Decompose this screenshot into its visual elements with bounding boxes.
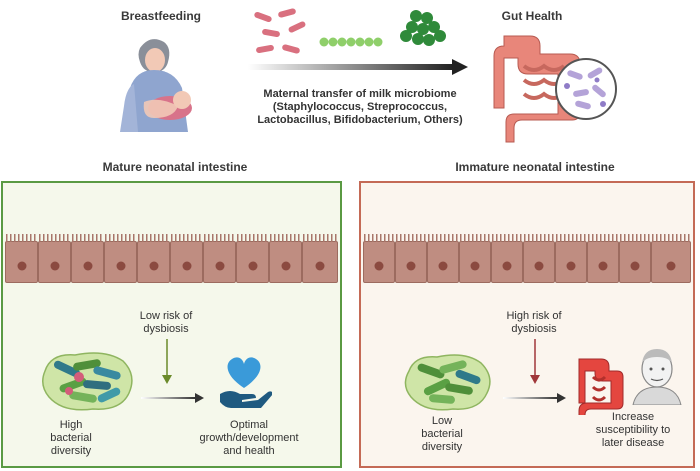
high-diversity-text: High bacterial diversity [31,419,111,458]
nucleus [50,261,59,271]
epithelial-cell [523,234,555,283]
epithelial-cell [71,234,104,283]
low-risk-text: Low risk of dysbiosis [121,310,211,336]
high-diversity-line-1: High [59,419,83,431]
low-diversity-line-2: bacterial [421,428,463,440]
epithelial-cell [170,234,203,283]
high-diversity-line-2: bacterial [50,432,92,444]
epithelial-cell [236,234,269,283]
epithelial-cell [459,234,491,283]
epithelial-cell [587,234,619,283]
epithelial-cell [302,234,338,283]
left-outcome-arrow [141,393,204,403]
low-diversity-text: Low bacterial diversity [407,415,477,454]
nucleus [406,261,416,271]
nucleus [182,261,191,271]
susceptibility-line-2: susceptibility to [595,424,671,436]
low-risk-line-1: Low risk of [139,310,193,322]
nucleus [534,261,544,271]
epithelial-cell [104,234,137,283]
nucleus [315,261,325,271]
high-risk-arrow [530,339,540,384]
epithelial-cell [619,234,651,283]
epithelial-cell [38,234,71,283]
high-diversity-line-3: diversity [50,445,92,457]
transfer-text: Maternal transfer of milk microbiome (St… [250,88,470,127]
nucleus [598,261,608,271]
nucleus [281,261,290,271]
optimal-line-2: growth/development [199,432,299,444]
magnifier-bacteria-icon [555,58,617,120]
transfer-arrow [248,59,468,75]
epithelial-cell [5,234,38,283]
epithelial-cell [427,234,459,283]
epithelial-cell [651,234,691,283]
optimal-line-3: and health [223,445,275,457]
optimal-outcome-text: Optimal growth/development and health [189,419,309,458]
epithelial-cell [395,234,427,283]
high-risk-line-1: High risk of [506,310,562,322]
nucleus [149,261,158,271]
low-risk-line-2: dysbiosis [143,323,189,335]
epithelium-left [3,233,340,283]
nucleus [83,261,92,271]
high-risk-line-2: dysbiosis [511,323,557,335]
epithelial-cell [137,234,170,283]
heart-in-hand-icon [220,357,272,408]
transfer-line-3: Lactobacillus, Bifidobacterium, Others) [257,114,463,126]
epithelial-cell [491,234,523,283]
right-panel-title: Immature neonatal intestine [455,160,615,174]
nucleus [470,261,480,271]
bacteria-cluster-icon [42,352,133,411]
nucleus [215,261,224,271]
nucleus [116,261,125,271]
epithelium-right [361,233,693,283]
nucleus [374,261,384,271]
low-diversity-line-3: diversity [421,441,463,453]
nucleus [17,261,26,271]
left-panel-title: Mature neonatal intestine [102,160,248,174]
bacteria-cluster-icon [404,354,491,411]
person-face-icon [632,349,682,405]
susceptibility-text: Increase susceptibility to later disease [583,411,683,450]
epithelial-cell [363,234,395,283]
nucleus [438,261,448,271]
high-risk-text: High risk of dysbiosis [489,310,579,336]
nucleus [566,261,576,271]
breastfeeding-label: Breastfeeding [120,9,202,23]
transfer-line-2: (Staphylococcus, Streprococcus, [272,101,448,113]
gut-health-label: Gut Health [501,9,563,23]
low-diversity-line-1: Low [431,415,453,427]
transfer-line-1: Maternal transfer of milk microbiome [263,88,457,100]
nucleus [502,261,512,271]
nucleus [248,261,257,271]
low-risk-arrow [162,339,172,384]
susceptibility-line-1: Increase [611,411,655,423]
epithelial-cell [555,234,587,283]
diseased-gut-icon [578,358,624,415]
bacteria-icon [254,8,446,54]
epithelial-cell [203,234,236,283]
susceptibility-line-3: later disease [601,437,665,449]
epithelial-cell [269,234,302,283]
mature-intestine-panel: Low risk of dysbiosis High bacterial [1,181,342,468]
immature-intestine-panel: High risk of dysbiosis [359,181,695,468]
nucleus [666,261,676,271]
mother-nursing-icon [120,39,192,132]
nucleus [630,261,640,271]
optimal-line-1: Optimal [230,419,268,431]
right-outcome-arrow [503,393,566,403]
